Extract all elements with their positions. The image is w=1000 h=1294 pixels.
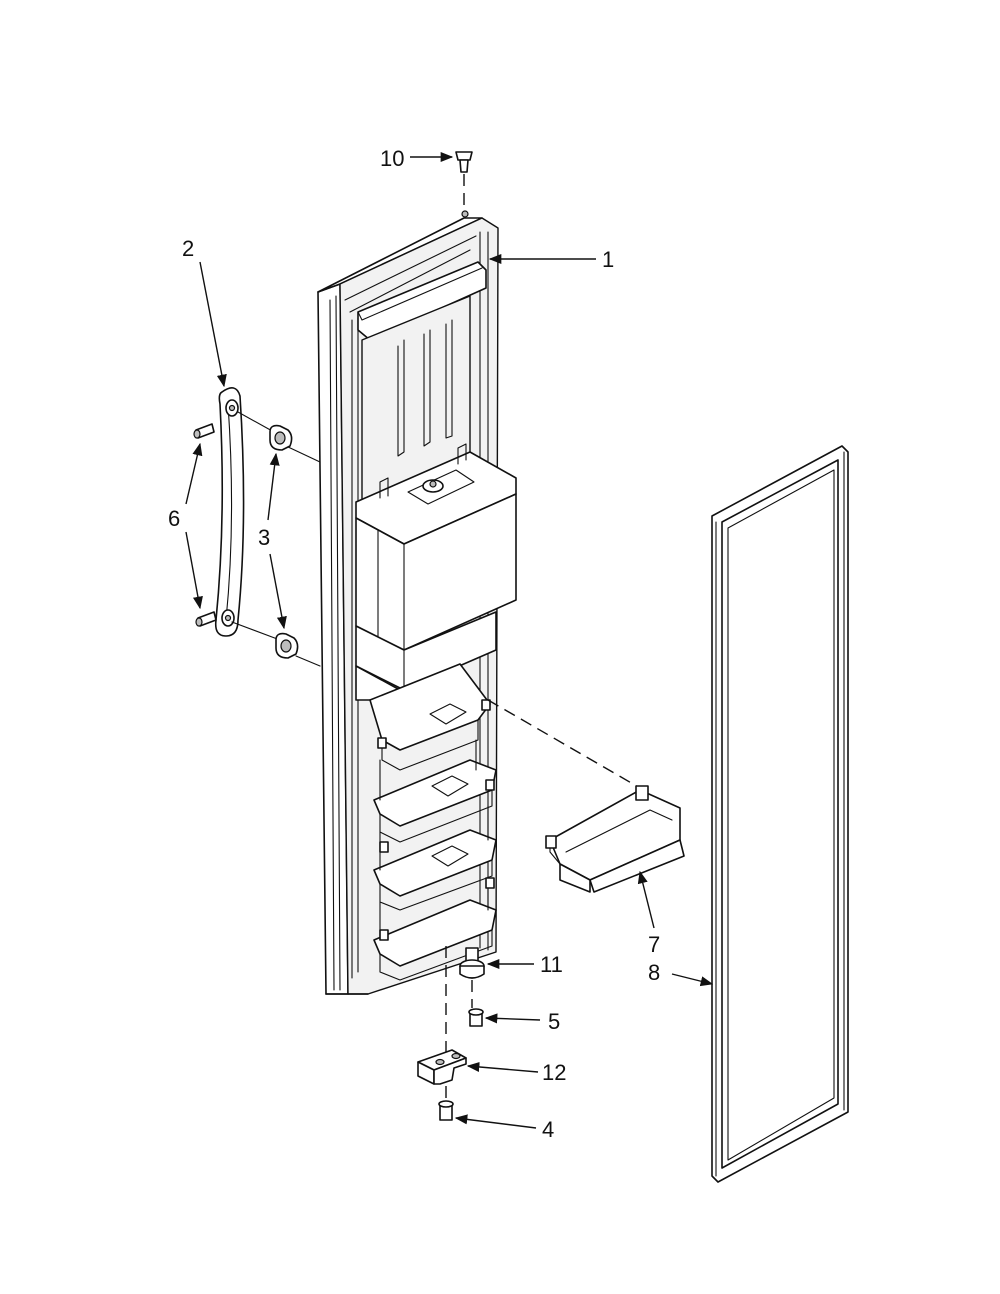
handle-spacer-top: [269, 424, 293, 451]
callout-6: 6: [168, 506, 180, 531]
bottom-hinge-bushing: [459, 947, 485, 979]
callout-8: 8: [648, 960, 660, 985]
bottom-hinge: [417, 1049, 467, 1085]
callout-3: 3: [258, 525, 270, 550]
callout-10: 10: [380, 146, 404, 171]
hinge-screw: [468, 1008, 484, 1027]
door-gasket: [711, 445, 849, 1183]
callout-5: 5: [548, 1009, 560, 1034]
callout-11: 11: [540, 952, 563, 977]
handle-screw-top: [193, 423, 215, 439]
door-bin: [545, 785, 685, 893]
door-handle: [214, 387, 245, 637]
leader-lines: [185, 151, 714, 1129]
hinge-mount-screw: [438, 1100, 454, 1121]
callout-12: 12: [542, 1060, 566, 1085]
door-assembly: [317, 217, 517, 995]
handle-screw-bottom: [195, 611, 217, 627]
bin-alignment-line: [487, 699, 641, 789]
callout-7: 7: [648, 932, 660, 957]
top-hinge-pin: [455, 151, 473, 173]
door-shelves: [369, 663, 497, 981]
callout-2: 2: [182, 236, 194, 261]
handle-spacer-bottom: [275, 632, 299, 659]
callout-1: 1: [602, 247, 614, 272]
callout-4: 4: [542, 1117, 554, 1142]
